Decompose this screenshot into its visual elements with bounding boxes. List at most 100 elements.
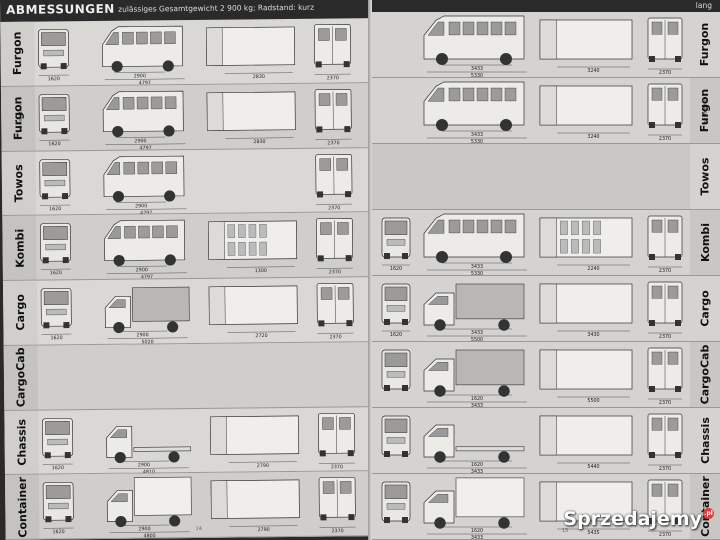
dimension-line	[228, 460, 297, 463]
front-view-drawing	[42, 482, 74, 523]
row-label-text: Furgon	[10, 31, 25, 76]
dimension-value: 5500	[587, 398, 599, 404]
dimension-value: 3433	[471, 469, 483, 473]
dimension-line	[107, 337, 188, 339]
dimension-value: 3430	[587, 332, 599, 338]
rear-view-drawing	[647, 83, 683, 128]
front-view-drawing	[42, 417, 74, 458]
top-view-drawing	[539, 481, 633, 522]
side-view-drawing	[103, 155, 185, 202]
top-view-drawing	[206, 91, 296, 131]
front-view-drawing	[381, 217, 411, 259]
dimension-value: 2370	[331, 528, 343, 534]
watermark: Sprzedajemy.pl	[563, 508, 714, 530]
dimension-value: 2370	[659, 400, 671, 406]
dimension-value: 1620	[52, 529, 64, 535]
dimension-value: 1620	[471, 528, 483, 534]
top-view-drawing	[539, 19, 633, 60]
row-label: Container	[4, 474, 40, 540]
rear-view-drawing	[647, 347, 683, 392]
front-view-drawing	[40, 287, 72, 329]
side-view-drawing	[423, 349, 525, 397]
right-row-label: Kombi	[690, 210, 720, 276]
dimension-value: 2370	[329, 269, 341, 275]
row-label: Chassis	[4, 410, 39, 476]
dimension-value: 2240	[587, 266, 599, 272]
rear-view-drawing	[318, 477, 356, 521]
page-title: ABMESSUNGEN	[6, 1, 115, 17]
row-label-text: Kombi	[12, 228, 27, 268]
dimension-value: 2830	[253, 74, 265, 80]
right-row-label-text: Furgon	[698, 22, 712, 67]
side-view-drawing	[423, 424, 525, 463]
row-label: Furgon	[0, 21, 35, 87]
dimension-value: 3240	[587, 68, 599, 74]
dimension-value: 2370	[659, 334, 671, 340]
row-label: Cargo	[2, 280, 38, 346]
dimension-line	[109, 531, 190, 534]
vehicle-row	[37, 341, 377, 411]
rear-view-drawing	[315, 218, 354, 262]
right-row-label: Container	[690, 474, 720, 540]
dimension-value: 4797	[141, 274, 153, 279]
dimension-value: 4797	[140, 210, 152, 215]
rear-view-drawing	[647, 215, 683, 260]
dimension-value: 1300	[255, 268, 267, 274]
side-view-drawing	[423, 15, 525, 66]
front-view-drawing	[40, 223, 72, 264]
top-view-drawing	[539, 217, 633, 258]
right-row-sublabel: mit Hochdach	[702, 96, 708, 125]
dimension-value: 1620	[50, 270, 62, 276]
front-view-drawing	[37, 28, 70, 70]
front-view-drawing	[381, 481, 411, 523]
dimension-value: 3433	[471, 264, 483, 270]
dimension-value: 2900	[134, 73, 146, 79]
dimension-value: 5330	[471, 271, 483, 275]
side-view-drawing	[106, 476, 192, 528]
dimension-line	[115, 136, 166, 138]
dimension-line	[227, 331, 296, 333]
dimension-value: 4797	[139, 80, 151, 85]
dimension-value: 4797	[139, 145, 151, 150]
dimension-value: 2370	[331, 464, 343, 470]
right-row-label-text: Chassis	[698, 417, 712, 464]
page-number-right: 15	[562, 528, 569, 534]
dimension-value: 2790	[257, 462, 269, 468]
dimension-line	[106, 272, 187, 275]
front-view-drawing	[381, 415, 411, 457]
dimension-value: 1620	[50, 335, 62, 341]
side-view-drawing	[106, 425, 192, 463]
top-view-drawing	[208, 285, 298, 325]
top-view-drawing	[207, 220, 298, 261]
top-view-drawing	[210, 415, 300, 455]
dimension-value: 1620	[471, 396, 483, 402]
side-view-drawing	[104, 219, 186, 267]
dimension-value: 1620	[471, 462, 483, 468]
dimension-line	[119, 525, 170, 526]
rear-view-drawing	[647, 17, 683, 62]
dimension-line	[105, 143, 186, 145]
front-view-drawing	[381, 349, 411, 391]
dimension-line	[116, 201, 167, 203]
top-view-drawing	[539, 415, 633, 456]
dimension-value: 5020	[141, 339, 153, 344]
right-row-label: Chassis	[690, 408, 720, 474]
dimension-line	[118, 460, 169, 462]
row-label-text: Towos	[12, 164, 26, 203]
top-view-drawing	[539, 283, 633, 324]
rear-view-drawing	[647, 479, 683, 524]
dimension-value: 2370	[327, 140, 339, 146]
